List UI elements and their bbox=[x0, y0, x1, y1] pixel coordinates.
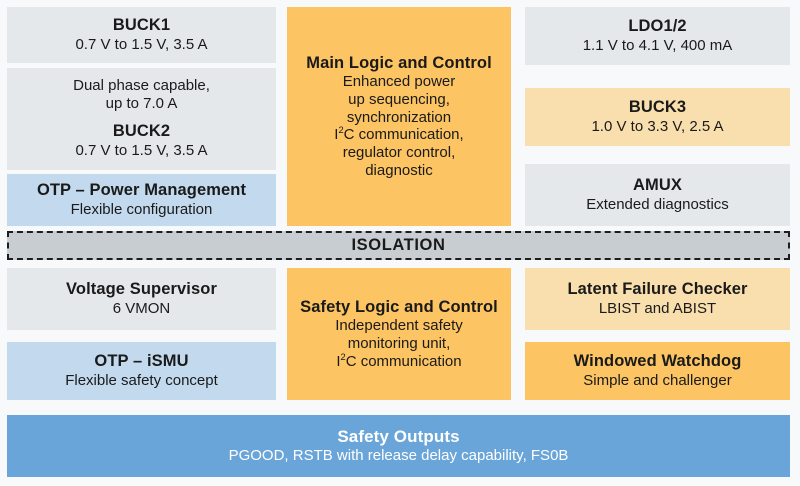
block-windowed-watchdog-title: Windowed Watchdog bbox=[573, 352, 742, 371]
block-buck2-subtitle: 0.7 V to 1.5 V, 3.5 A bbox=[75, 141, 208, 159]
i2c-communication-line-safety: I2C communication bbox=[336, 351, 462, 370]
block-otp-power-management-title: OTP – Power Management bbox=[36, 181, 247, 200]
block-safety-logic-title: Safety Logic and Control bbox=[300, 297, 498, 316]
block-windowed-watchdog-subtitle: Simple and challenger bbox=[583, 371, 732, 389]
block-voltage-supervisor[interactable]: Voltage Supervisor 6 VMON bbox=[7, 268, 276, 330]
block-latent-failure-checker[interactable]: Latent Failure Checker LBIST and ABIST bbox=[525, 268, 790, 330]
block-otp-power-management[interactable]: OTP – Power Management Flexible configur… bbox=[7, 174, 276, 226]
block-otp-ismu-subtitle: Flexible safety concept bbox=[65, 371, 218, 389]
isolation-label: ISOLATION bbox=[351, 236, 446, 254]
block-buck3-title: BUCK3 bbox=[628, 98, 687, 117]
block-main-logic-subtitle: Enhanced power up sequencing, synchroniz… bbox=[334, 73, 464, 179]
block-amux-subtitle: Extended diagnostics bbox=[586, 195, 729, 213]
block-dual-phase-subtitle: Dual phase capable, up to 7.0 A bbox=[73, 76, 210, 112]
block-windowed-watchdog[interactable]: Windowed Watchdog Simple and challenger bbox=[525, 342, 790, 400]
block-otp-ismu[interactable]: OTP – iSMU Flexible safety concept bbox=[7, 342, 276, 400]
block-buck3-subtitle: 1.0 V to 3.3 V, 2.5 A bbox=[591, 117, 724, 135]
block-buck1-subtitle: 0.7 V to 1.5 V, 3.5 A bbox=[75, 35, 208, 53]
block-safety-outputs-subtitle: PGOOD, RSTB with release delay capabilit… bbox=[228, 447, 569, 465]
block-voltage-supervisor-subtitle: 6 VMON bbox=[112, 299, 171, 317]
block-voltage-supervisor-title: Voltage Supervisor bbox=[66, 280, 217, 299]
block-amux[interactable]: AMUX Extended diagnostics bbox=[525, 164, 790, 226]
block-main-logic-and-control[interactable]: Main Logic and Control Enhanced power up… bbox=[287, 7, 511, 226]
block-ldo12[interactable]: LDO1/2 1.1 V to 4.1 V, 400 mA bbox=[525, 7, 790, 65]
block-safety-logic-subtitle: Independent safety monitoring unit, I2C … bbox=[335, 317, 463, 370]
block-latent-failure-checker-title: Latent Failure Checker bbox=[567, 280, 748, 299]
i2c-communication-line: I2C communication, bbox=[334, 125, 464, 144]
block-ldo12-subtitle: 1.1 V to 4.1 V, 400 mA bbox=[582, 36, 733, 54]
block-main-logic-title: Main Logic and Control bbox=[306, 53, 492, 72]
block-safety-outputs[interactable]: Safety Outputs PGOOD, RSTB with release … bbox=[7, 415, 790, 477]
block-safety-logic-and-control[interactable]: Safety Logic and Control Independent saf… bbox=[287, 268, 511, 400]
block-ldo12-title: LDO1/2 bbox=[628, 17, 687, 36]
block-buck2[interactable]: BUCK2 0.7 V to 1.5 V, 3.5 A bbox=[7, 112, 276, 170]
isolation-barrier: ISOLATION bbox=[7, 231, 790, 260]
block-buck3[interactable]: BUCK3 1.0 V to 3.3 V, 2.5 A bbox=[525, 88, 790, 146]
block-buck1-title: BUCK1 bbox=[112, 16, 171, 35]
block-amux-title: AMUX bbox=[633, 176, 682, 195]
block-buck1[interactable]: BUCK1 0.7 V to 1.5 V, 3.5 A bbox=[7, 7, 276, 63]
block-buck2-title: BUCK2 bbox=[112, 122, 171, 141]
block-otp-power-management-subtitle: Flexible configuration bbox=[70, 200, 213, 218]
block-latent-failure-checker-subtitle: LBIST and ABIST bbox=[598, 299, 717, 317]
block-safety-outputs-title: Safety Outputs bbox=[337, 427, 460, 447]
block-otp-ismu-title: OTP – iSMU bbox=[94, 352, 189, 371]
